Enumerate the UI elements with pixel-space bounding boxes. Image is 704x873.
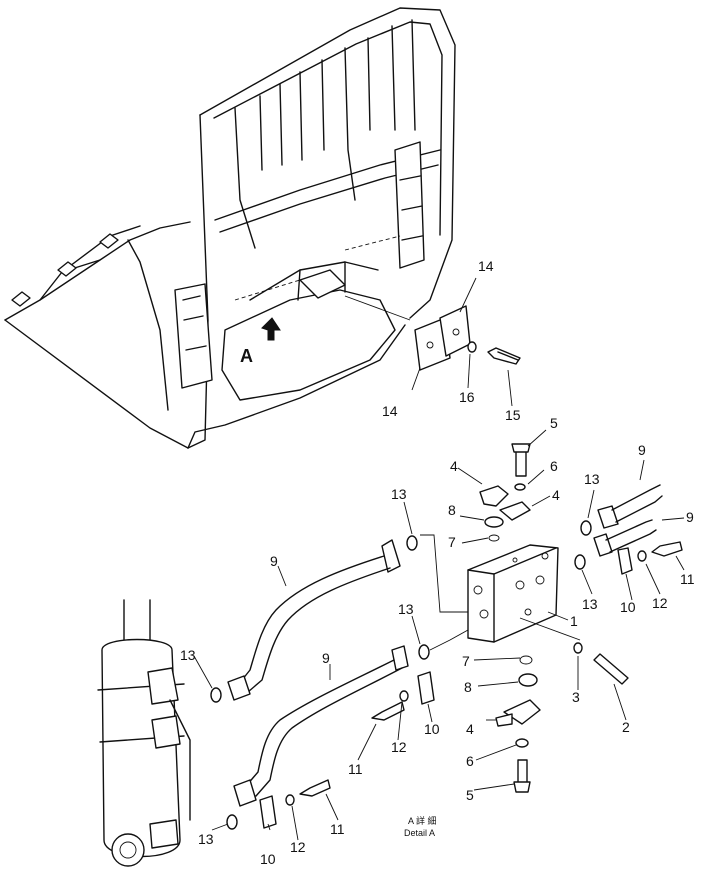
- detail-caption-en: Detail A: [404, 828, 435, 838]
- detail-ref-letter: A: [240, 346, 253, 366]
- callout-9-right-upper: 9: [638, 442, 646, 458]
- callout-13-middle: 13: [398, 601, 414, 617]
- callout-1: 1: [570, 613, 578, 629]
- hose-lower: [233, 645, 409, 807]
- callout-4-bottom: 4: [466, 721, 474, 737]
- callout-11-bottom: 11: [330, 821, 345, 837]
- callout-2: 2: [622, 719, 630, 735]
- callout-13-bottom: 13: [198, 831, 214, 847]
- callout-10-bottom: 10: [260, 851, 276, 867]
- callout-4-right: 4: [552, 487, 560, 503]
- callout-5-bottom: 5: [466, 787, 474, 803]
- callout-6-top: 6: [550, 458, 558, 474]
- callout-13-left: 13: [180, 647, 196, 663]
- callout-leaders: [193, 277, 685, 841]
- callout-8-bottom: 8: [464, 679, 472, 695]
- right-hoses: [593, 484, 683, 575]
- hose-upper: [227, 539, 401, 701]
- callout-5-top: 5: [550, 415, 558, 431]
- callout-11-middle: 11: [348, 761, 363, 777]
- callout-13-right-lower: 13: [582, 596, 598, 612]
- valve-block: [467, 544, 559, 643]
- callout-6-bottom: 6: [466, 753, 474, 769]
- detail-caption: A 詳 細 Detail A: [404, 815, 437, 838]
- callout-3: 3: [572, 689, 580, 705]
- callout-13-right-upper: 13: [584, 471, 600, 487]
- callout-16: 16: [459, 389, 475, 405]
- cylinder-lower-left: [97, 599, 191, 867]
- callout-9-upper-hose: 9: [270, 553, 278, 569]
- callout-12-bottom: 12: [290, 839, 306, 855]
- callout-14-upper: 14: [478, 258, 494, 274]
- leader-lines: [420, 515, 581, 791]
- callout-4-left: 4: [450, 458, 458, 474]
- callout-8-top: 8: [448, 502, 456, 518]
- flange-set-top: [479, 443, 531, 542]
- callout-10-middle: 10: [424, 721, 440, 737]
- callout-15: 15: [505, 407, 521, 423]
- callout-9-lower-hose: 9: [322, 650, 330, 666]
- o-rings: [210, 520, 592, 830]
- callout-14-lower: 14: [382, 403, 398, 419]
- callout-9-right-lower: 9: [686, 509, 694, 525]
- callout-labels: 14 14 16 15 5 6 4 4 8 7 13 13 13 13 13 1…: [180, 258, 695, 867]
- bucket-assembly: A: [4, 7, 456, 449]
- callout-12-middle: 12: [391, 739, 407, 755]
- callout-7-bottom: 7: [462, 653, 470, 669]
- callout-13-center: 13: [391, 486, 407, 502]
- callout-7-top: 7: [448, 534, 456, 550]
- detail-caption-jp: A 詳 細: [408, 815, 437, 826]
- flange-set-bottom: [495, 642, 629, 793]
- cover-plate-assembly: [414, 305, 521, 371]
- lower-fasteners: [259, 671, 435, 829]
- callout-12-right: 12: [652, 595, 668, 611]
- callout-10-right: 10: [620, 599, 636, 615]
- callout-11-right: 11: [680, 571, 695, 587]
